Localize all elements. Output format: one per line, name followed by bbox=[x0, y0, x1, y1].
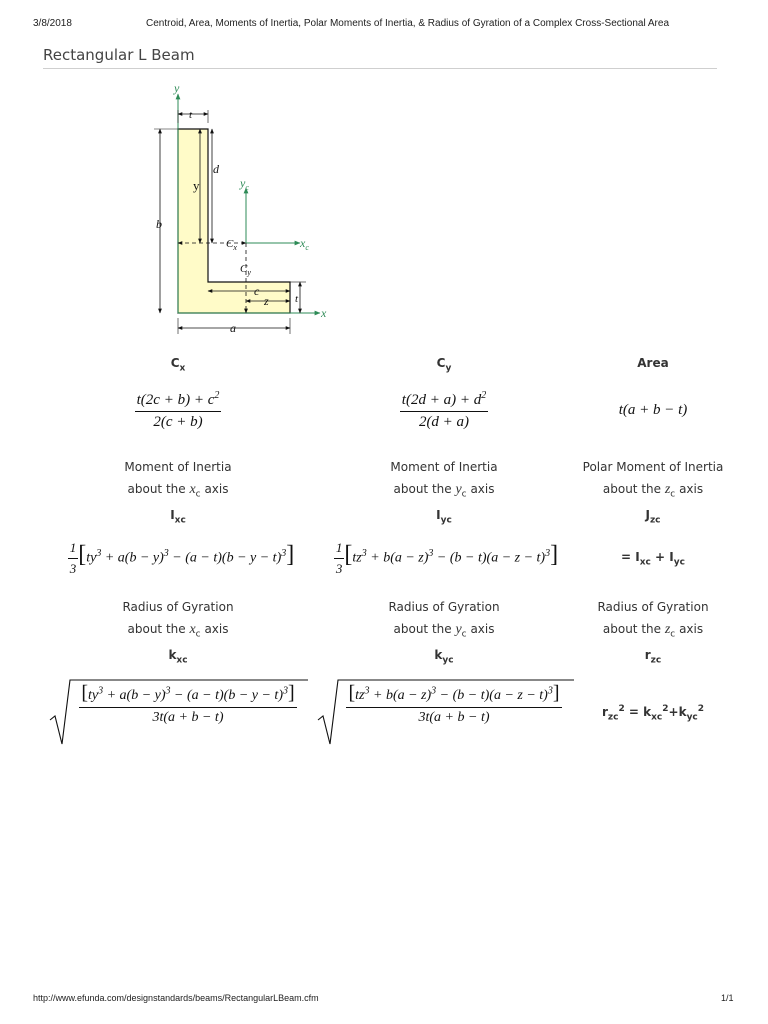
ixc-description: Moment of Inertia about the xc axis bbox=[124, 460, 232, 500]
header-title: Centroid, Area, Moments of Inertia, Pola… bbox=[146, 18, 670, 29]
kyc-formula: [tz3 + b(a − z)3 − (b − t)(a − z − t)3]3… bbox=[346, 682, 562, 725]
jzc-description: Polar Moment of Inertia about the zc axi… bbox=[582, 460, 724, 500]
dim-y: y bbox=[193, 178, 200, 193]
kxc-radical bbox=[49, 679, 308, 745]
footer-url: http://www.efunda.com/designstandards/be… bbox=[33, 993, 319, 1003]
rzc-description: Radius of Gyration about the zc axis bbox=[597, 600, 709, 640]
y-axis-label: y bbox=[173, 81, 180, 95]
title-divider bbox=[43, 68, 717, 69]
kyc-heading: kyc bbox=[434, 648, 454, 666]
jzc-formula: = Ixc + Iyc bbox=[621, 550, 685, 568]
cy-heading: Cy bbox=[436, 356, 452, 374]
dim-c: c bbox=[254, 284, 260, 298]
jzc-heading: Jzc bbox=[645, 508, 661, 526]
dim-t-right: t bbox=[295, 293, 299, 305]
kxc-description: Radius of Gyration about the xc axis bbox=[122, 600, 234, 640]
page-title: Rectangular L Beam bbox=[43, 46, 195, 64]
l-beam-diagram: y x t b d y Cx yc xc Cy c z t a bbox=[154, 81, 327, 335]
cx-heading: Cx bbox=[170, 356, 186, 374]
kyc-radical bbox=[317, 679, 574, 745]
iyc-heading: Iyc bbox=[436, 508, 452, 526]
ixc-heading: Ixc bbox=[170, 508, 186, 526]
dim-cx: Cx bbox=[226, 238, 237, 252]
area-formula: t(a + b − t) bbox=[618, 402, 688, 418]
kyc-description: Radius of Gyration about the yc axis bbox=[388, 600, 500, 640]
footer-page-number: 1/1 bbox=[721, 993, 734, 1003]
dim-b: b bbox=[156, 217, 162, 231]
dim-z: z bbox=[263, 294, 269, 308]
iyc-description: Moment of Inertia about the yc axis bbox=[390, 460, 498, 500]
header-date: 3/8/2018 bbox=[33, 18, 72, 29]
area-heading: Area bbox=[637, 356, 669, 370]
rzc-heading: rzc bbox=[644, 648, 662, 666]
x-axis-label: x bbox=[320, 306, 327, 320]
l-section-shape bbox=[177, 128, 291, 314]
xc-axis-label: xc bbox=[299, 236, 309, 252]
dim-t-top: t bbox=[189, 109, 193, 121]
yc-axis-label: yc bbox=[239, 176, 249, 192]
rzc-formula: rzc2 = kxc2+kyc2 bbox=[601, 704, 705, 723]
dim-a: a bbox=[230, 321, 236, 335]
dim-cy: Cy bbox=[240, 263, 251, 277]
kxc-heading: kxc bbox=[168, 648, 188, 666]
kxc-formula: [ty3 + a(b − y)3 − (a − t)(b − y − t)3]3… bbox=[79, 682, 297, 725]
dim-d: d bbox=[213, 162, 220, 176]
